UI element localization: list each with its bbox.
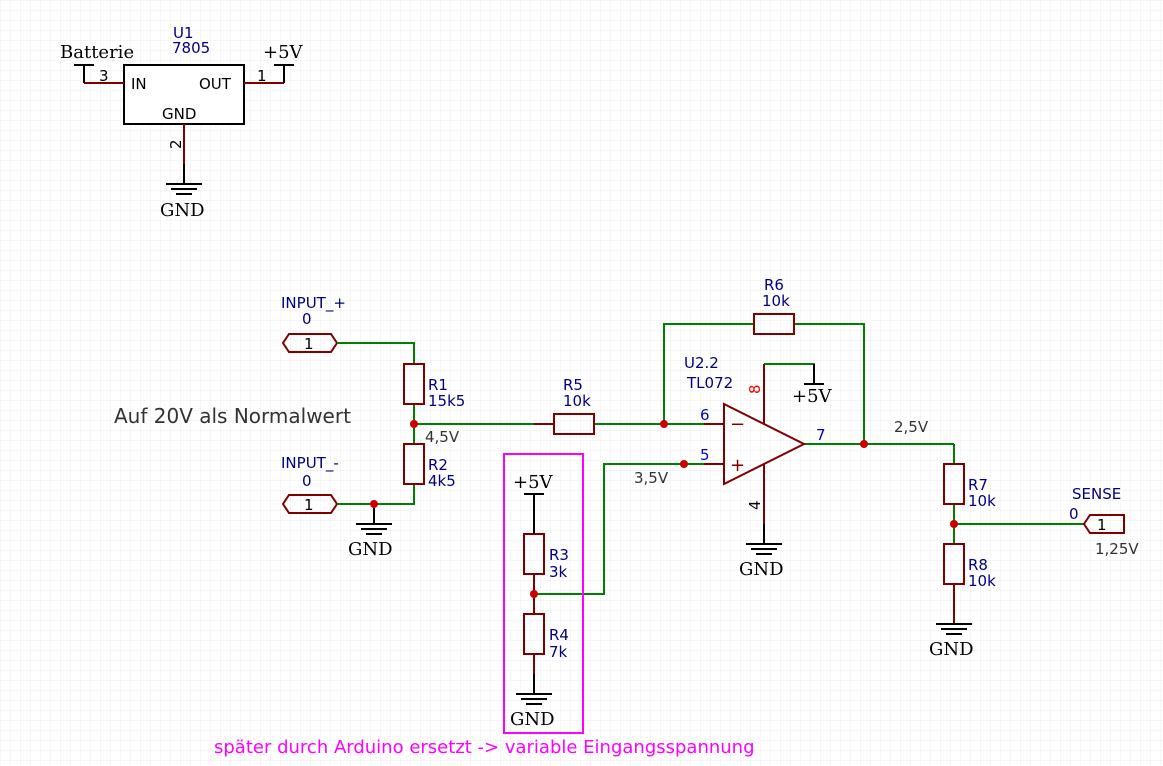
port-input-plus-name: INPUT_+ <box>281 294 346 313</box>
junction-noninverting <box>680 460 688 468</box>
port-input-plus-pin: 1 <box>304 335 314 353</box>
opamp-minus-sign: − <box>730 414 745 435</box>
resistor-r4-ref: R4 <box>549 626 569 644</box>
opamp-pin-6: 6 <box>700 406 710 424</box>
resistor-r8-value: 10k <box>968 572 996 590</box>
resistor-r1[interactable]: R1 15k5 <box>403 363 465 410</box>
wire-feedback-left <box>663 323 754 424</box>
port-input-minus-value: 0 <box>302 472 312 490</box>
resistor-r2-value: 4k5 <box>428 472 456 490</box>
resistor-r7-ref: R7 <box>968 476 988 494</box>
port-input-plus[interactable]: INPUT_+ 0 1 <box>281 294 346 353</box>
resistor-r2-ref: R2 <box>428 456 448 474</box>
opamp-value: TL072 <box>686 374 733 392</box>
reference-divider-group: +5V GND <box>503 453 584 734</box>
gnd-symbol-r4 <box>516 674 552 705</box>
port-sense-value: 0 <box>1069 505 1079 523</box>
voltage-output-label: 2,5V <box>894 418 929 436</box>
wire-r2-input-minus <box>337 484 415 505</box>
junction-divider <box>410 420 418 428</box>
gnd-symbol-r8 <box>936 623 972 635</box>
regulator-value: 7805 <box>172 39 210 57</box>
vcc-label-r3: +5V <box>513 472 554 493</box>
gnd-label-r4: GND <box>510 709 555 730</box>
resistor-r4-value: 7k <box>549 643 568 661</box>
resistor-r1-ref: R1 <box>428 376 448 394</box>
note-normal-value: Auf 20V als Normalwert <box>114 404 351 428</box>
regulator-body <box>123 64 245 125</box>
regulator-pin-out-number: 1 <box>257 67 267 85</box>
resistor-r6[interactable]: R6 10k <box>753 276 795 335</box>
resistor-r8[interactable]: R8 10k <box>943 543 996 590</box>
gnd-symbol-opamp <box>746 524 782 555</box>
wire-feedback-right <box>794 323 865 444</box>
port-sense-pin: 1 <box>1097 516 1107 534</box>
port-sense[interactable]: SENSE 0 1 1,25V <box>1069 485 1139 558</box>
gnd-label-opamp: GND <box>739 559 784 580</box>
wire-input-plus-r1 <box>337 342 415 364</box>
arduino-highlight-box <box>503 453 584 734</box>
gnd-label-r8: GND <box>929 639 974 660</box>
opamp-pin-5: 5 <box>700 446 710 464</box>
voltage-reference-label: 3,5V <box>634 469 669 487</box>
note-arduino: später durch Arduino ersetzt -> variable… <box>214 737 755 758</box>
port-input-minus-shape <box>281 494 339 514</box>
resistor-r3-ref: R3 <box>549 546 569 564</box>
port-sense-name: SENSE <box>1072 485 1121 503</box>
regulator-pin-in-number: 3 <box>99 67 109 85</box>
port-sense-voltage: 1,25V <box>1095 540 1139 558</box>
opamp-plus-sign: + <box>730 455 745 476</box>
regulator-in-label: IN <box>131 75 147 93</box>
vcc-label-opamp: +5V <box>792 386 833 407</box>
junctions <box>370 420 958 598</box>
resistor-r8-ref: R8 <box>968 556 988 574</box>
resistor-r5-ref: R5 <box>563 376 583 394</box>
vcc-net-label-u1: +5V <box>263 42 304 63</box>
junction-input-minus-gnd <box>370 500 378 508</box>
port-input-plus-shape <box>281 333 339 353</box>
regulator-pin-gnd-number: 2 <box>167 139 185 149</box>
port-sense-shape <box>1082 514 1125 534</box>
vcc-flag-opamp <box>804 364 824 385</box>
opamp-pin-4: 4 <box>746 500 764 510</box>
port-input-minus-pin: 1 <box>304 496 314 514</box>
gnd-label-input-minus: GND <box>348 539 393 560</box>
resistor-r6-ref: R6 <box>764 276 784 294</box>
opamp-pin-7: 7 <box>816 426 826 444</box>
regulator-out-label: OUT <box>199 75 232 93</box>
junction-output <box>860 440 868 448</box>
resistor-r1-value: 15k5 <box>428 392 465 410</box>
regulator-u1[interactable]: U1 7805 IN OUT GND 3 1 2 Batterie +5V GN… <box>60 24 304 221</box>
batterie-net-label: Batterie <box>60 42 134 63</box>
opamp-ref: U2.2 <box>684 354 719 372</box>
resistor-r5-value: 10k <box>563 392 591 410</box>
wire-reference-noninverting <box>534 463 724 595</box>
resistor-r2[interactable]: R2 4k5 <box>403 443 456 490</box>
junction-reference <box>530 590 538 598</box>
port-input-minus-name: INPUT_- <box>281 454 339 473</box>
gnd-label-u1: GND <box>160 200 205 221</box>
resistor-r5[interactable]: R5 10k <box>534 376 595 435</box>
junction-feedback <box>660 420 668 428</box>
voltage-divider-label: 4,5V <box>425 428 460 446</box>
resistor-r7-value: 10k <box>968 492 996 510</box>
resistor-r3-value: 3k <box>549 563 568 581</box>
port-input-plus-value: 0 <box>302 310 312 328</box>
opamp-u2[interactable]: U2.2 TL072 6 5 − + 8 4 7 <box>684 354 826 524</box>
junction-sense <box>950 520 958 528</box>
gnd-symbol-u1 <box>166 164 202 195</box>
regulator-gnd-label: GND <box>162 105 196 123</box>
regulator-ref: U1 <box>173 24 194 42</box>
opamp-pin-8: 8 <box>746 384 764 394</box>
resistor-r6-value: 10k <box>762 292 790 310</box>
port-input-minus[interactable]: INPUT_- 0 1 <box>281 454 339 514</box>
resistor-r7[interactable]: R7 10k <box>943 463 996 510</box>
